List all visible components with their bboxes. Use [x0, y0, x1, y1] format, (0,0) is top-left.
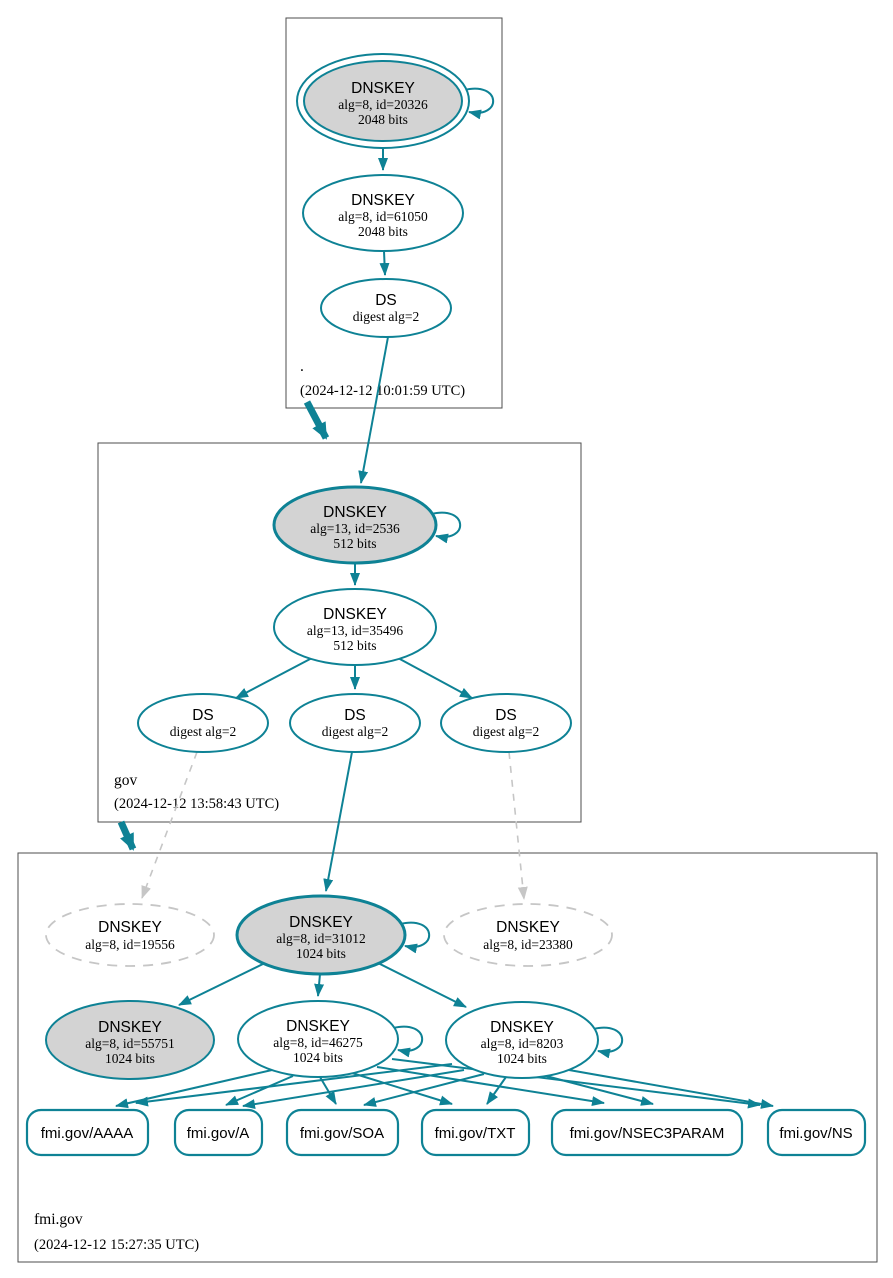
node-title: DNSKEY	[286, 1018, 350, 1035]
edge-ds2-k31012	[323, 751, 353, 892]
node-ds-root[interactable]: DS digest alg=2	[320, 278, 452, 338]
node-detail: 512 bits	[333, 536, 376, 551]
node-detail: alg=13, id=35496	[307, 623, 403, 638]
node-dnskey-55751[interactable]: DNSKEY alg=8, id=55751 1024 bits	[45, 1000, 215, 1080]
rrset-label: fmi.gov/AAAA	[41, 1125, 134, 1142]
zone-timestamp-gov: (2024-12-12 13:58:43 UTC)	[114, 796, 279, 812]
node-dnskey-20326[interactable]: DNSKEY alg=8, id=20326 2048 bits	[296, 53, 470, 149]
zone-label-root: .	[300, 358, 304, 375]
rrset-label: fmi.gov/SOA	[300, 1125, 384, 1142]
node-dnskey-8203[interactable]: DNSKEY alg=8, id=8203 1024 bits	[445, 1001, 599, 1079]
zone-label-fmi-gov: fmi.gov	[34, 1211, 83, 1228]
edge-k35496-ds3	[397, 657, 473, 699]
edge-k46275-a	[225, 1075, 294, 1106]
rrset-fmi-gov-aaaa[interactable]: fmi.gov/AAAA	[25, 1108, 150, 1157]
rrset-label: fmi.gov/NSEC3PARAM	[570, 1125, 725, 1142]
zone-label-gov: gov	[114, 772, 138, 789]
edge-k46275-txt	[351, 1072, 453, 1106]
node-dnskey-31012[interactable]: DNSKEY alg=8, id=31012 1024 bits	[235, 894, 407, 976]
rrset-label: fmi.gov/TXT	[435, 1125, 516, 1142]
node-detail: 1024 bits	[105, 1051, 155, 1066]
node-title: DS	[344, 707, 366, 724]
node-detail: digest alg=2	[170, 724, 236, 739]
node-detail: alg=13, id=2536	[310, 521, 400, 536]
node-title: DNSKEY	[351, 80, 415, 97]
node-dnskey-61050[interactable]: DNSKEY alg=8, id=61050 2048 bits	[302, 174, 464, 252]
edge-k2536-selfsign	[430, 511, 462, 544]
zone-timestamp-fmi-gov: (2024-12-12 15:27:35 UTC)	[34, 1237, 199, 1253]
node-ds-gov-1[interactable]: DS digest alg=2	[137, 693, 269, 753]
rrset-fmi-gov-ns[interactable]: fmi.gov/NS	[766, 1108, 867, 1157]
node-detail: 1024 bits	[293, 1050, 343, 1065]
edge-k31012-k46275	[314, 973, 325, 997]
edge-dsroot-k2536	[358, 336, 389, 484]
node-detail: digest alg=2	[353, 309, 419, 324]
rrset-label: fmi.gov/A	[187, 1125, 250, 1142]
node-detail: 1024 bits	[296, 946, 346, 961]
node-title: DNSKEY	[323, 606, 387, 623]
edge-k8203-selfsign	[592, 1026, 624, 1059]
node-title: DNSKEY	[98, 919, 162, 936]
node-title: DS	[375, 292, 397, 309]
node-detail: 2048 bits	[358, 224, 408, 239]
node-dnskey-19556-missing[interactable]: DNSKEY alg=8, id=19556	[45, 903, 215, 967]
rrset-fmi-gov-nsec3param[interactable]: fmi.gov/NSEC3PARAM	[550, 1108, 744, 1157]
edge-k46275-ns	[391, 1058, 761, 1109]
node-title: DNSKEY	[289, 914, 353, 931]
node-title: DNSKEY	[98, 1019, 162, 1036]
edge-k61050-ds	[379, 250, 390, 276]
node-detail: alg=8, id=61050	[338, 209, 428, 224]
zone-box-root	[285, 17, 503, 409]
node-detail: alg=8, id=55751	[85, 1036, 174, 1051]
edge-k8203-txt	[486, 1076, 507, 1105]
node-dnskey-46275[interactable]: DNSKEY alg=8, id=46275 1024 bits	[237, 1000, 399, 1078]
edge-k31012-k55751	[178, 961, 268, 1006]
rrset-fmi-gov-a[interactable]: fmi.gov/A	[173, 1108, 264, 1157]
node-detail: 512 bits	[333, 638, 376, 653]
node-detail: alg=8, id=20326	[338, 97, 428, 112]
node-title: DS	[192, 707, 214, 724]
node-title: DNSKEY	[351, 192, 415, 209]
edge-k46275-soa	[319, 1076, 337, 1105]
rrset-fmi-gov-txt[interactable]: fmi.gov/TXT	[420, 1108, 531, 1157]
edge-k46275-nsec3param	[376, 1066, 605, 1107]
node-detail: alg=8, id=23380	[483, 937, 573, 952]
rrset-fmi-gov-soa[interactable]: fmi.gov/SOA	[285, 1108, 400, 1157]
node-dnskey-2536[interactable]: DNSKEY alg=13, id=2536 512 bits	[272, 485, 438, 565]
edge-k8203-a	[242, 1069, 465, 1110]
edge-ds1-k19556-missing	[141, 751, 198, 899]
edge-k20326-selfsign	[463, 87, 495, 120]
node-detail: 1024 bits	[497, 1051, 547, 1066]
node-detail: digest alg=2	[473, 724, 539, 739]
edge-k8203-soa	[363, 1073, 485, 1107]
node-title: DNSKEY	[490, 1019, 554, 1036]
node-ds-gov-3[interactable]: DS digest alg=2	[440, 693, 572, 753]
edge-k8203-aaaa	[135, 1063, 453, 1107]
edge-k8203-ns	[568, 1069, 774, 1109]
zone-box-fmi-gov	[17, 852, 878, 1263]
node-title: DS	[495, 707, 517, 724]
edge-k46275-selfsign	[392, 1025, 424, 1058]
node-detail: alg=8, id=8203	[481, 1036, 564, 1051]
node-title: DNSKEY	[496, 919, 560, 936]
node-detail: alg=8, id=46275	[273, 1035, 363, 1050]
node-dnskey-23380-missing[interactable]: DNSKEY alg=8, id=23380	[443, 903, 613, 967]
zone-timestamp-root: (2024-12-12 10:01:59 UTC)	[300, 383, 465, 399]
edge-k8203-nsec3param	[545, 1075, 654, 1106]
edge-delegation-gov-fmi	[117, 820, 137, 851]
node-title: DNSKEY	[323, 504, 387, 521]
rrset-label: fmi.gov/NS	[779, 1125, 852, 1142]
node-detail: 2048 bits	[358, 112, 408, 127]
edge-delegation-root-gov	[303, 400, 330, 440]
node-detail: alg=8, id=19556	[85, 937, 175, 952]
node-dnskey-35496[interactable]: DNSKEY alg=13, id=35496 512 bits	[273, 588, 437, 666]
edge-k31012-selfsign	[399, 921, 431, 954]
node-detail: digest alg=2	[322, 724, 388, 739]
edge-k31012-k8203	[375, 961, 467, 1008]
node-detail: alg=8, id=31012	[276, 931, 365, 946]
edge-ds3-k23380-missing	[508, 751, 528, 900]
edge-k35496-ds1	[235, 657, 313, 699]
node-ds-gov-2[interactable]: DS digest alg=2	[289, 693, 421, 753]
